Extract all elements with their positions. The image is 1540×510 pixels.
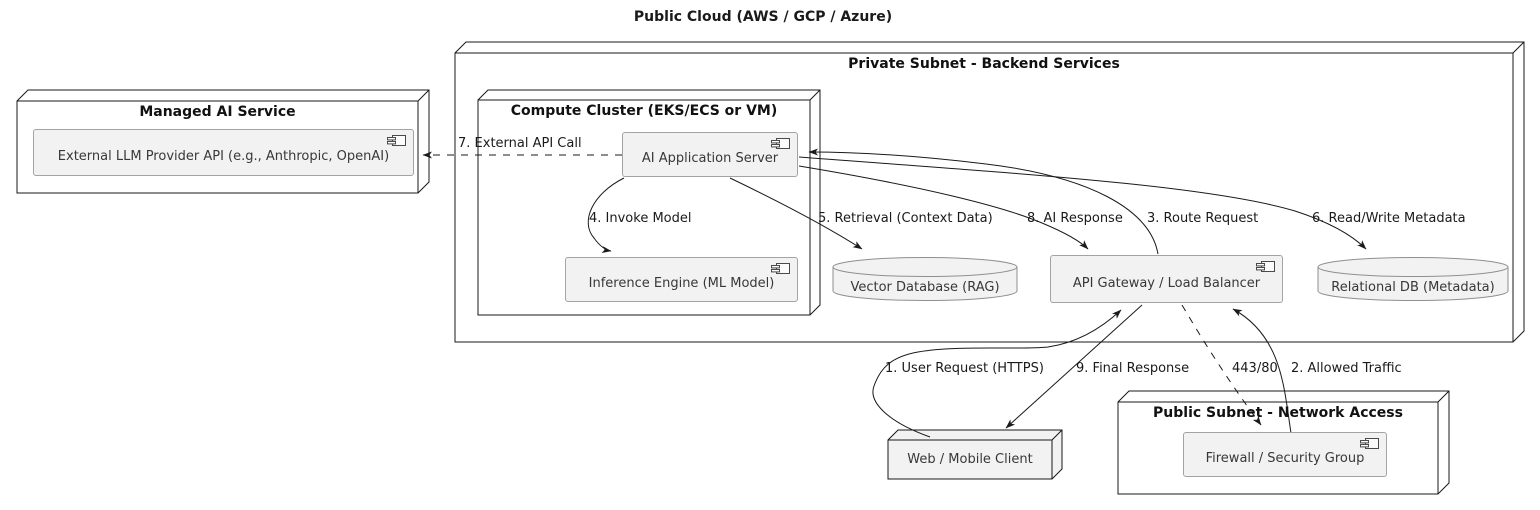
- relational-db-cylinder: [1317, 257, 1509, 301]
- edge-allowed-traffic: [1232, 308, 1292, 434]
- inference-engine-component: Inference Engine (ML Model): [565, 257, 798, 302]
- edge-label-retrieval: 5. Retrieval (Context Data): [818, 211, 993, 226]
- external-llm-provider-component: External LLM Provider API (e.g., Anthrop…: [33, 129, 414, 176]
- edge-label-user-request: 1. User Request (HTTPS): [885, 361, 1044, 376]
- component-label: API Gateway / Load Balancer: [1072, 275, 1261, 291]
- firewall-component: Firewall / Security Group: [1183, 432, 1387, 477]
- edge-label-allowed-traffic: 2. Allowed Traffic: [1291, 361, 1402, 376]
- page-title: Public Cloud (AWS / GCP / Azure): [633, 9, 893, 25]
- vector-database-cylinder: [832, 257, 1018, 301]
- vector-database-label: Vector Database (RAG): [850, 280, 1000, 295]
- edge-port-443-80: [1181, 304, 1262, 426]
- edge-read-write-metadata: [798, 156, 1367, 250]
- edge-label-invoke-model: 4. Invoke Model: [589, 211, 692, 226]
- compute-cluster-title: Compute Cluster (EKS/ECS or VM): [510, 103, 778, 119]
- component-icon: [1360, 438, 1380, 450]
- relational-db-label: Relational DB (Metadata): [1331, 280, 1495, 295]
- edge-user-request: [872, 309, 1122, 438]
- component-label: Inference Engine (ML Model): [588, 276, 775, 291]
- edge-label-ai-response: 8. AI Response: [1027, 211, 1123, 226]
- web-mobile-client-node: [887, 429, 1063, 480]
- edge-label-final-response: 9. Final Response: [1076, 361, 1190, 376]
- web-mobile-client-label: Web / Mobile Client: [907, 452, 1033, 467]
- edge-label-port-443-80: 443/80: [1232, 361, 1278, 376]
- edge-label-route-request: 3. Route Request: [1147, 211, 1259, 226]
- component-icon: [1256, 261, 1276, 273]
- component-icon: [387, 135, 407, 147]
- edge-label-read-write-metadata: 6. Read/Write Metadata: [1312, 211, 1466, 226]
- component-label: AI Application Server: [641, 151, 779, 166]
- component-label: External LLM Provider API (e.g., Anthrop…: [57, 149, 390, 164]
- component-label: Firewall / Security Group: [1205, 451, 1365, 466]
- edge-ai-response: [798, 165, 1089, 250]
- ai-application-server-component: AI Application Server: [622, 132, 798, 177]
- edge-route-request: [808, 148, 1159, 255]
- component-icon: [771, 263, 791, 275]
- edge-final-response: [1005, 304, 1143, 429]
- private-subnet-title: Private Subnet - Backend Services: [848, 56, 1120, 72]
- component-icon: [771, 138, 791, 150]
- edge-retrieval: [729, 177, 863, 250]
- public-subnet-title: Public Subnet - Network Access: [1153, 405, 1403, 421]
- edge-invoke-model: [587, 177, 625, 253]
- edge-label-external-api-call: 7. External API Call: [458, 136, 582, 151]
- managed-ai-service-title: Managed AI Service: [139, 104, 296, 120]
- api-gateway-component: API Gateway / Load Balancer: [1050, 255, 1283, 303]
